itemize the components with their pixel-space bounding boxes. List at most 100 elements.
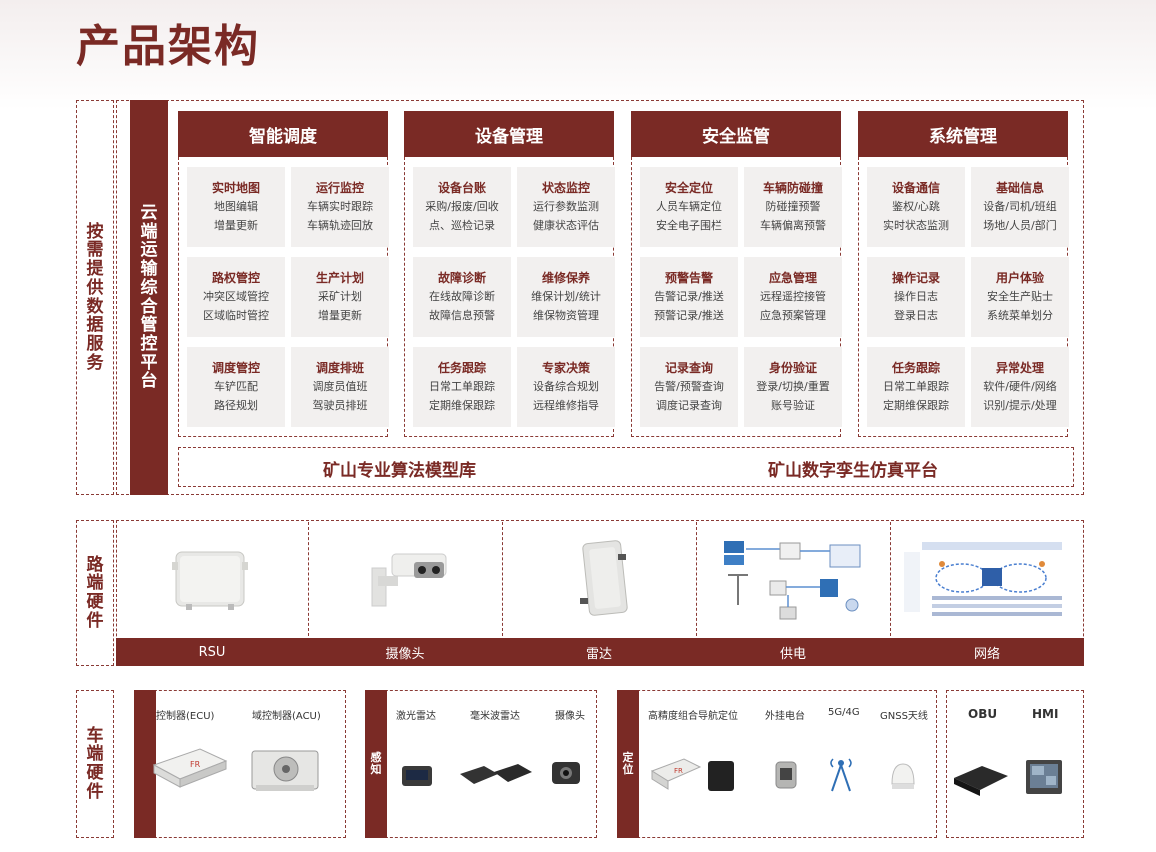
feature-title: 任务跟踪 xyxy=(437,361,486,375)
feature-detail: 在线故障诊断 xyxy=(429,290,495,303)
vehicle-camera-image xyxy=(552,762,580,784)
module-title: 安全监管 xyxy=(631,111,841,157)
module-title: 智能调度 xyxy=(178,111,388,157)
hmi-device-image xyxy=(1026,760,1062,794)
ins-device-image: FR xyxy=(650,758,734,791)
road-label-power: 供电 xyxy=(779,646,806,662)
feature-detail: 账号验证 xyxy=(771,398,815,412)
feature-title: 任务跟踪 xyxy=(891,361,940,375)
feature-detail: 登录日志 xyxy=(894,308,938,322)
feature-card: 安全定位人员车辆定位安全电子围栏 xyxy=(640,167,738,247)
feature-detail: 增量更新 xyxy=(214,218,258,232)
feature-card: 身份验证登录/切换/重置账号验证 xyxy=(744,347,842,427)
vehicle-group-positioning-bar xyxy=(617,690,639,838)
feature-title: 记录查询 xyxy=(664,361,713,375)
radio-label: 外挂电台 xyxy=(765,711,805,722)
feature-card: 记录查询告警/预警查询调度记录查询 xyxy=(640,347,738,427)
feature-title: 设备通信 xyxy=(891,181,940,195)
feature-detail: 冲突区域管控 xyxy=(203,290,269,303)
feature-card: 故障诊断在线故障诊断故障信息预警 xyxy=(413,257,511,337)
on-demand-label: 按需提供数据服务 xyxy=(86,221,104,373)
feature-detail: 设备/司机/班组 xyxy=(983,200,1057,213)
lidar-label: 激光雷达 xyxy=(396,711,436,722)
on-demand-frame xyxy=(76,100,114,495)
platform-bar xyxy=(130,100,168,495)
feature-title: 实时地图 xyxy=(211,181,260,195)
cellular-label: 5G/4G xyxy=(828,707,860,718)
feature-card: 路权管控冲突区域管控区域临时管控 xyxy=(187,257,285,337)
road-divider-3 xyxy=(696,522,697,636)
feature-title: 路权管控 xyxy=(211,271,260,285)
feature-title: 车辆防碰撞 xyxy=(762,181,823,195)
header-background xyxy=(0,0,1156,110)
module-2: 设备管理设备台账采购/报废/回收点、巡检记录状态监控运行参数监测健康状态评估故障… xyxy=(404,111,615,437)
feature-detail: 鉴权/心跳 xyxy=(892,200,940,213)
feature-title: 维修保养 xyxy=(541,271,590,285)
vehicle-label-frame xyxy=(76,690,114,838)
feature-card: 运行监控车辆实时跟踪车辆轨迹回放 xyxy=(291,167,389,247)
module-1: 智能调度实时地图地图编辑增量更新运行监控车辆实时跟踪车辆轨迹回放路权管控冲突区域… xyxy=(178,111,389,437)
feature-detail: 软件/硬件/网络 xyxy=(983,380,1057,393)
feature-card: 设备通信鉴权/心跳实时状态监测 xyxy=(867,167,965,247)
feature-title: 调度排班 xyxy=(315,361,364,375)
feature-card: 基础信息设备/司机/班组场地/人员/部门 xyxy=(971,167,1069,247)
road-divider-1 xyxy=(308,522,309,636)
feature-detail: 调度员值班 xyxy=(312,380,368,393)
page-title: 产品架构 xyxy=(76,21,260,72)
feature-detail: 维保计划/统计 xyxy=(531,290,601,303)
feature-detail: 防碰撞预警 xyxy=(765,200,821,213)
feature-card: 预警告警告警记录/推送预警记录/推送 xyxy=(640,257,738,337)
feature-card: 实时地图地图编辑增量更新 xyxy=(187,167,285,247)
feature-card: 任务跟踪日常工单跟踪定期维保跟踪 xyxy=(867,347,965,427)
feature-card: 车辆防碰撞防碰撞预警车辆偏离预警 xyxy=(744,167,842,247)
feature-title: 调度管控 xyxy=(211,361,260,375)
feature-detail: 增量更新 xyxy=(318,308,362,322)
platform-frame xyxy=(116,100,1084,495)
feature-detail: 定期维保跟踪 xyxy=(883,398,949,412)
feature-title: 基础信息 xyxy=(995,181,1044,195)
feature-card: 操作记录操作日志登录日志 xyxy=(867,257,965,337)
ecu-device-image: FR xyxy=(152,748,228,788)
radio-device-image xyxy=(775,761,797,789)
feature-detail: 区域临时管控 xyxy=(203,308,269,322)
road-section-label: 路端硬件 xyxy=(86,554,104,631)
feature-detail: 运行参数监测 xyxy=(533,200,599,213)
road-label-network: 网络 xyxy=(973,646,1000,662)
feature-detail: 日常工单跟踪 xyxy=(429,380,495,393)
feature-title: 用户体验 xyxy=(995,271,1044,285)
feature-detail: 车辆偏离预警 xyxy=(760,218,826,232)
feature-card: 调度排班调度员值班驾驶员排班 xyxy=(291,347,389,427)
feature-detail: 路径规划 xyxy=(214,398,258,412)
feature-detail: 故障信息预警 xyxy=(429,308,495,322)
road-label-radar: 雷达 xyxy=(585,646,612,662)
vehicle-group-terminal xyxy=(946,690,1084,838)
bottom-row-frame xyxy=(178,447,1074,487)
camera-device-image xyxy=(371,553,447,607)
feature-detail: 日常工单跟踪 xyxy=(883,380,949,393)
feature-detail: 预警记录/推送 xyxy=(654,308,724,322)
svg-text:FR: FR xyxy=(190,760,201,769)
feature-detail: 设备综合规划 xyxy=(533,380,599,393)
feature-detail: 点、巡检记录 xyxy=(429,218,495,232)
feature-card: 用户体验安全生产贴士系统菜单划分 xyxy=(971,257,1069,337)
feature-title: 身份验证 xyxy=(768,361,817,375)
feature-detail: 维保物资管理 xyxy=(533,308,599,322)
feature-detail: 车铲匹配 xyxy=(214,380,258,393)
feature-title: 专家决策 xyxy=(541,361,590,375)
algorithm-library-label: 矿山专业算法模型库 xyxy=(323,461,476,481)
gnss-antenna-image xyxy=(891,763,915,789)
feature-title: 预警告警 xyxy=(664,271,713,285)
feature-detail: 应急预案管理 xyxy=(760,308,826,322)
module-title: 设备管理 xyxy=(404,111,614,157)
feature-card: 设备台账采购/报废/回收点、巡检记录 xyxy=(413,167,511,247)
feature-detail: 车辆实时跟踪 xyxy=(307,200,373,213)
network-diagram-image xyxy=(904,542,1062,616)
feature-card: 维修保养维保计划/统计维保物资管理 xyxy=(517,257,615,337)
feature-card: 专家决策设备综合规划远程维修指导 xyxy=(517,347,615,427)
hmi-label: HMI xyxy=(1032,707,1059,721)
radar-device-image xyxy=(580,540,628,616)
digital-twin-label: 矿山数字孪生仿真平台 xyxy=(768,461,938,481)
feature-card: 调度管控车铲匹配路径规划 xyxy=(187,347,285,427)
feature-detail: 系统菜单划分 xyxy=(987,308,1053,322)
svg-text:FR: FR xyxy=(674,767,683,775)
